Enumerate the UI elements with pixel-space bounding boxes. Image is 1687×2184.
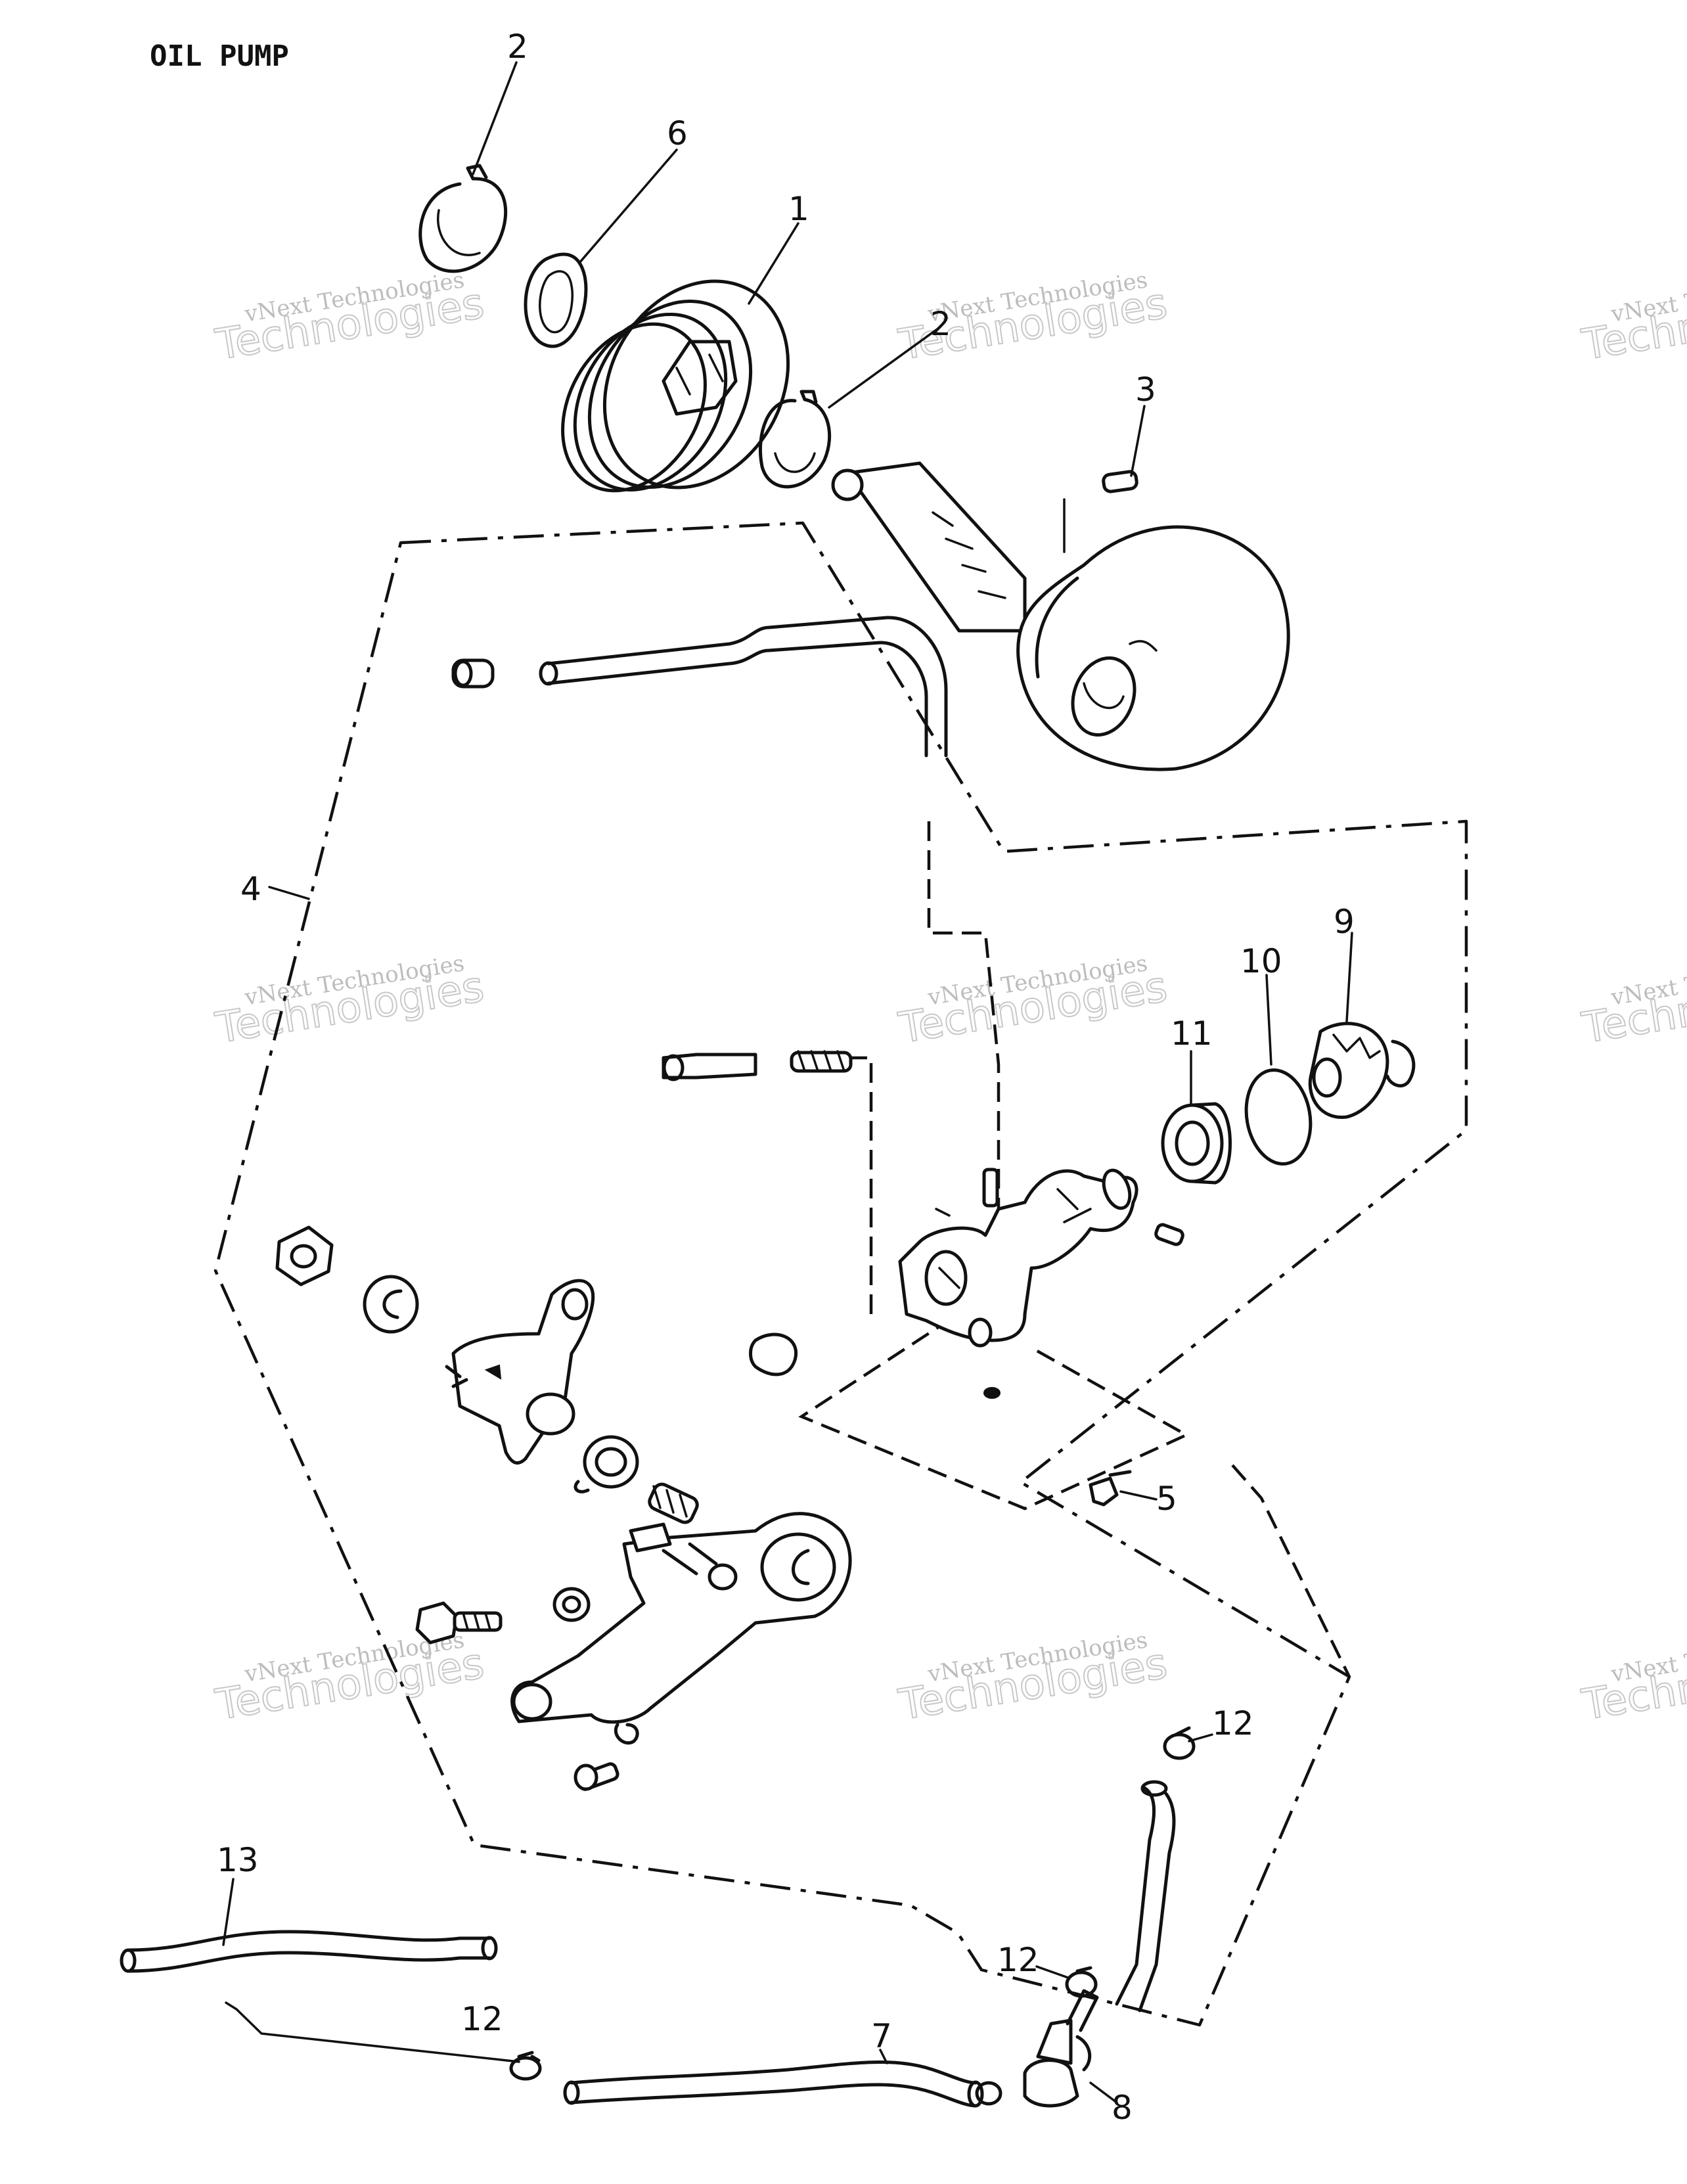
callout-5: 5: [1156, 1480, 1177, 1518]
small-clip: [614, 1723, 639, 1745]
callout-2-top: 2: [507, 28, 528, 66]
callout-10: 10: [1240, 942, 1282, 980]
oil-pipe: [451, 616, 948, 758]
watermark: Technologies vNext Technologies: [1578, 267, 1687, 371]
callout-12-middle: 12: [997, 1941, 1039, 1979]
pin-3: [1063, 470, 1138, 553]
small-screw: [574, 1762, 619, 1791]
hose-7: [563, 2060, 984, 2108]
watermark: Technologies vNext Technologies: [1578, 950, 1687, 1054]
watermark: Technologies vNext Technologies: [212, 267, 488, 371]
washer-6: [524, 252, 588, 348]
callout-11: 11: [1171, 1014, 1213, 1053]
watermark: Technologies vNext Technologies: [212, 1627, 488, 1731]
drive-gear-1: [561, 279, 790, 493]
gear-line: [1231, 1464, 1351, 1677]
circlip-2-top: [418, 164, 508, 273]
callout-12-upper: 12: [1212, 1704, 1254, 1742]
assembly-boundary-4: [214, 521, 1468, 2027]
bolt-and-spring: [662, 1050, 853, 1081]
spring-washer: [574, 1435, 639, 1493]
callout-3: 3: [1135, 371, 1156, 409]
leader-lines: [222, 61, 1353, 2104]
watermark: Technologies vNext Technologies: [1578, 1627, 1687, 1731]
hose-clip-12-lower: [509, 2051, 542, 2081]
hose-clip-12-middle: [1065, 1966, 1098, 1998]
lever-washer: [552, 1587, 591, 1622]
callout-6: 6: [667, 114, 688, 152]
delivery-hose: [1115, 1780, 1176, 2013]
pump-gear-9: [1308, 1022, 1416, 1119]
hex-bolt: [415, 1601, 503, 1645]
pump-body: [898, 1168, 1184, 1399]
control-lever-plate: [445, 1279, 595, 1465]
screw-5: [1089, 1470, 1132, 1507]
watermark: Technologies vNext Technologies: [212, 950, 488, 1054]
o-ring-10: [1244, 1068, 1313, 1166]
hose-clip-12-hose7: [975, 2081, 1002, 2106]
hose-clip-12-upper: [1163, 1726, 1196, 1760]
watermark: Technologies vNext Technologies: [895, 1627, 1171, 1731]
callout-1: 1: [788, 190, 809, 228]
pump-bolt-line: [847, 1056, 873, 1314]
circlip-2-middle: [758, 390, 832, 489]
lower-lever-assembly: [510, 1482, 852, 1724]
watermark: Technologies vNext Technologies: [895, 950, 1171, 1054]
callout-12-lower: 12: [461, 2000, 503, 2038]
callout-4: 4: [240, 870, 261, 908]
callout-7: 7: [871, 2017, 892, 2055]
hose-13: [120, 1930, 498, 1973]
gasket: [749, 1332, 798, 1376]
callout-numbers: 2 6 1 2 3 4 9 10 11 5 12 13 12 12 7 8: [217, 28, 1355, 2127]
diagram-title: OIL PUMP: [150, 39, 289, 73]
fitting-8: [1023, 1989, 1099, 2108]
washer-lever: [363, 1275, 419, 1334]
callout-13: 13: [217, 1841, 259, 1879]
hex-nut: [275, 1225, 334, 1286]
callout-8: 8: [1112, 2089, 1133, 2127]
worm-shaft-and-plate: [831, 461, 1290, 771]
bearing-11: [1161, 1102, 1232, 1185]
callout-2-middle: 2: [930, 305, 951, 343]
callout-9: 9: [1334, 903, 1355, 941]
pump-body-boundary: [798, 821, 1190, 1511]
